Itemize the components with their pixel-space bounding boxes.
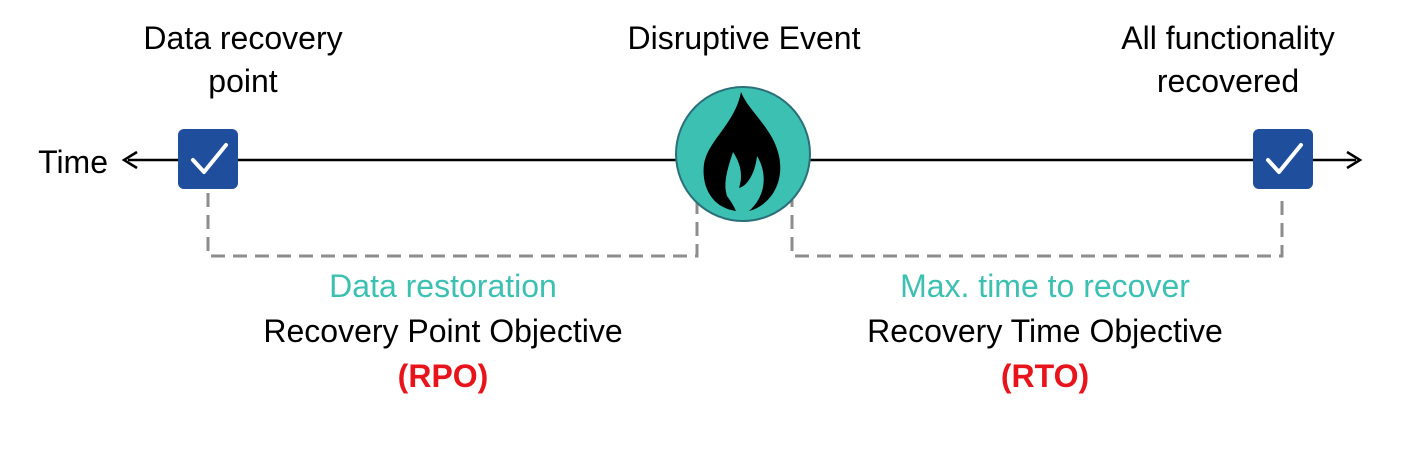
rto-abbrev: (RTO)	[1000, 358, 1090, 394]
flame-icon	[675, 86, 811, 222]
rto-name: Recovery Time Objective	[867, 313, 1223, 349]
rpo-span-bracket	[206, 193, 699, 258]
time-axis-label: Time	[38, 144, 108, 180]
timeline-arrow-right	[1346, 150, 1363, 170]
rpo-name: Recovery Point Objective	[263, 313, 623, 349]
rpo-description: Data restoration	[329, 268, 557, 304]
start-point-label-line1: Data recovery	[143, 20, 343, 56]
event-label: Disruptive Event	[627, 20, 861, 56]
checkbox-checked-icon	[1253, 129, 1313, 189]
rto-description: Max. time to recover	[900, 268, 1190, 304]
rpo-abbrev: (RPO)	[397, 358, 489, 394]
end-point-label-line2: recovered	[1156, 63, 1300, 99]
rto-span-bracket	[790, 193, 1284, 258]
timeline-arrow-left	[121, 150, 138, 170]
end-point-label-line1: All functionality	[1121, 20, 1335, 56]
start-point-label-line2: point	[208, 63, 278, 99]
checkbox-checked-icon	[178, 129, 238, 189]
